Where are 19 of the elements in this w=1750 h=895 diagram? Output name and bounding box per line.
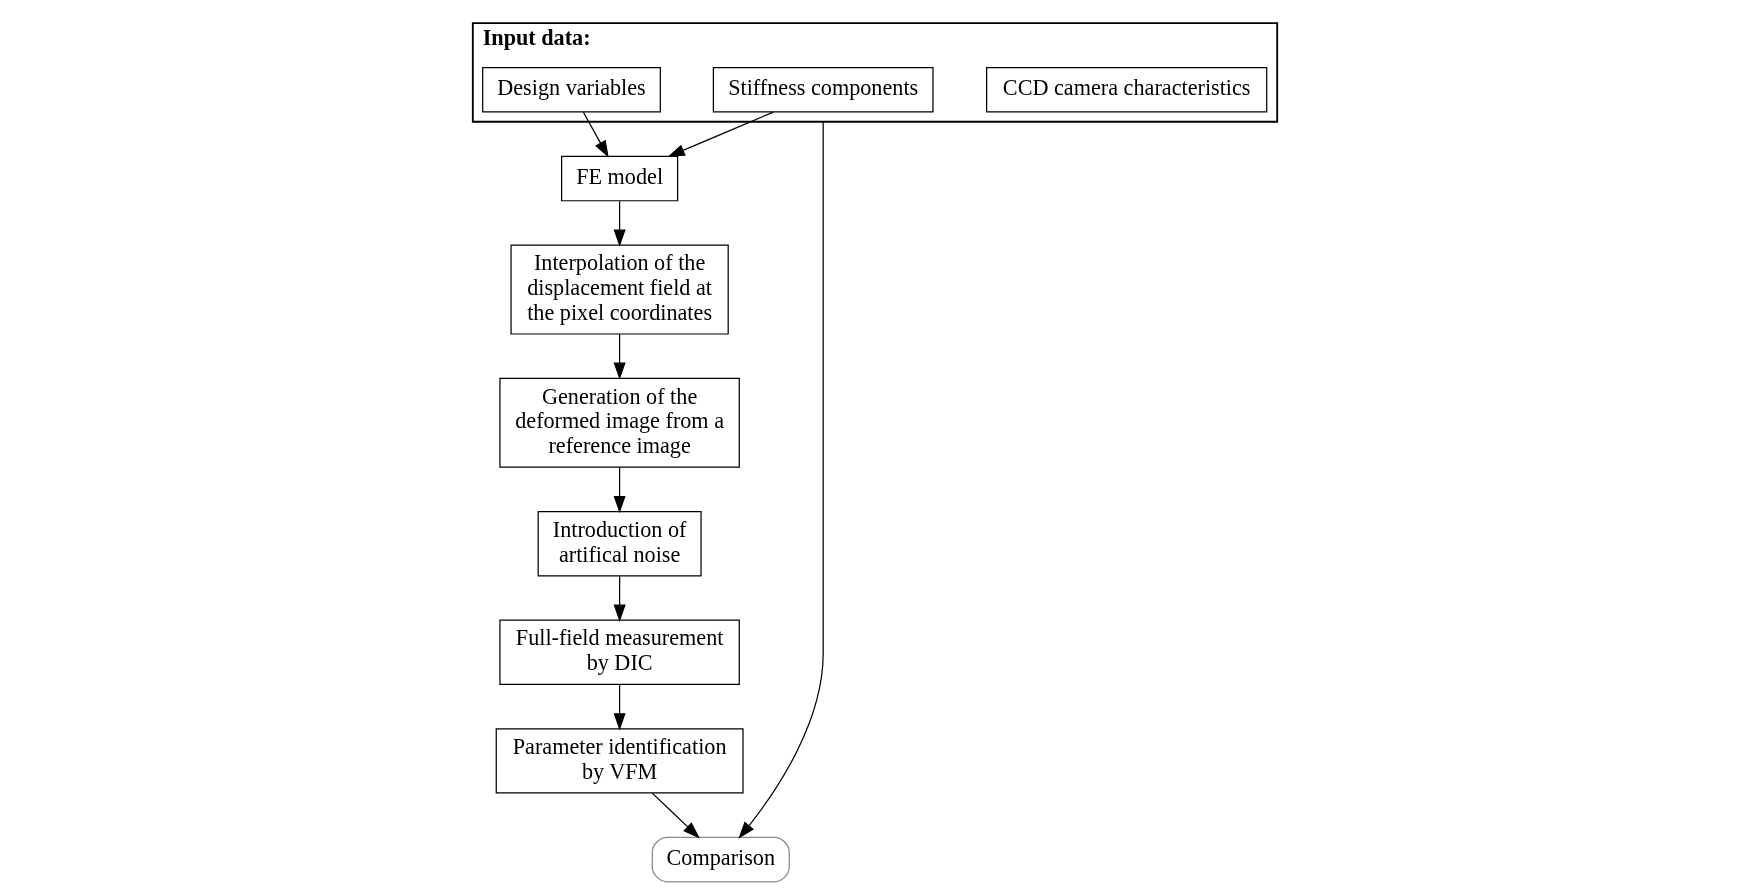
node-box: Full-field measurement by DIC <box>499 619 740 685</box>
node-box: Generation of the deformed image from a reference image <box>499 377 740 468</box>
arrow <box>613 200 626 247</box>
node-box: Interpolation of the displacement field at the pixel coordinates <box>510 244 729 335</box>
node-box: Design variables <box>482 66 661 113</box>
node-box: Stiffness components <box>712 66 934 113</box>
node-box: FE model <box>561 155 679 202</box>
node-box: Comparison <box>651 836 790 883</box>
arrow <box>613 466 626 514</box>
arrow <box>651 792 700 839</box>
arrow <box>582 111 609 158</box>
arrow <box>738 121 824 839</box>
arrow <box>667 111 774 157</box>
arrow <box>613 333 626 380</box>
node-box: Introduction of artifical noise <box>537 511 702 577</box>
arrow <box>613 684 626 731</box>
node-box: CCD camera characteristics <box>986 66 1268 113</box>
node-box: Parameter identification by VFM <box>495 728 744 794</box>
arrow <box>613 575 626 622</box>
